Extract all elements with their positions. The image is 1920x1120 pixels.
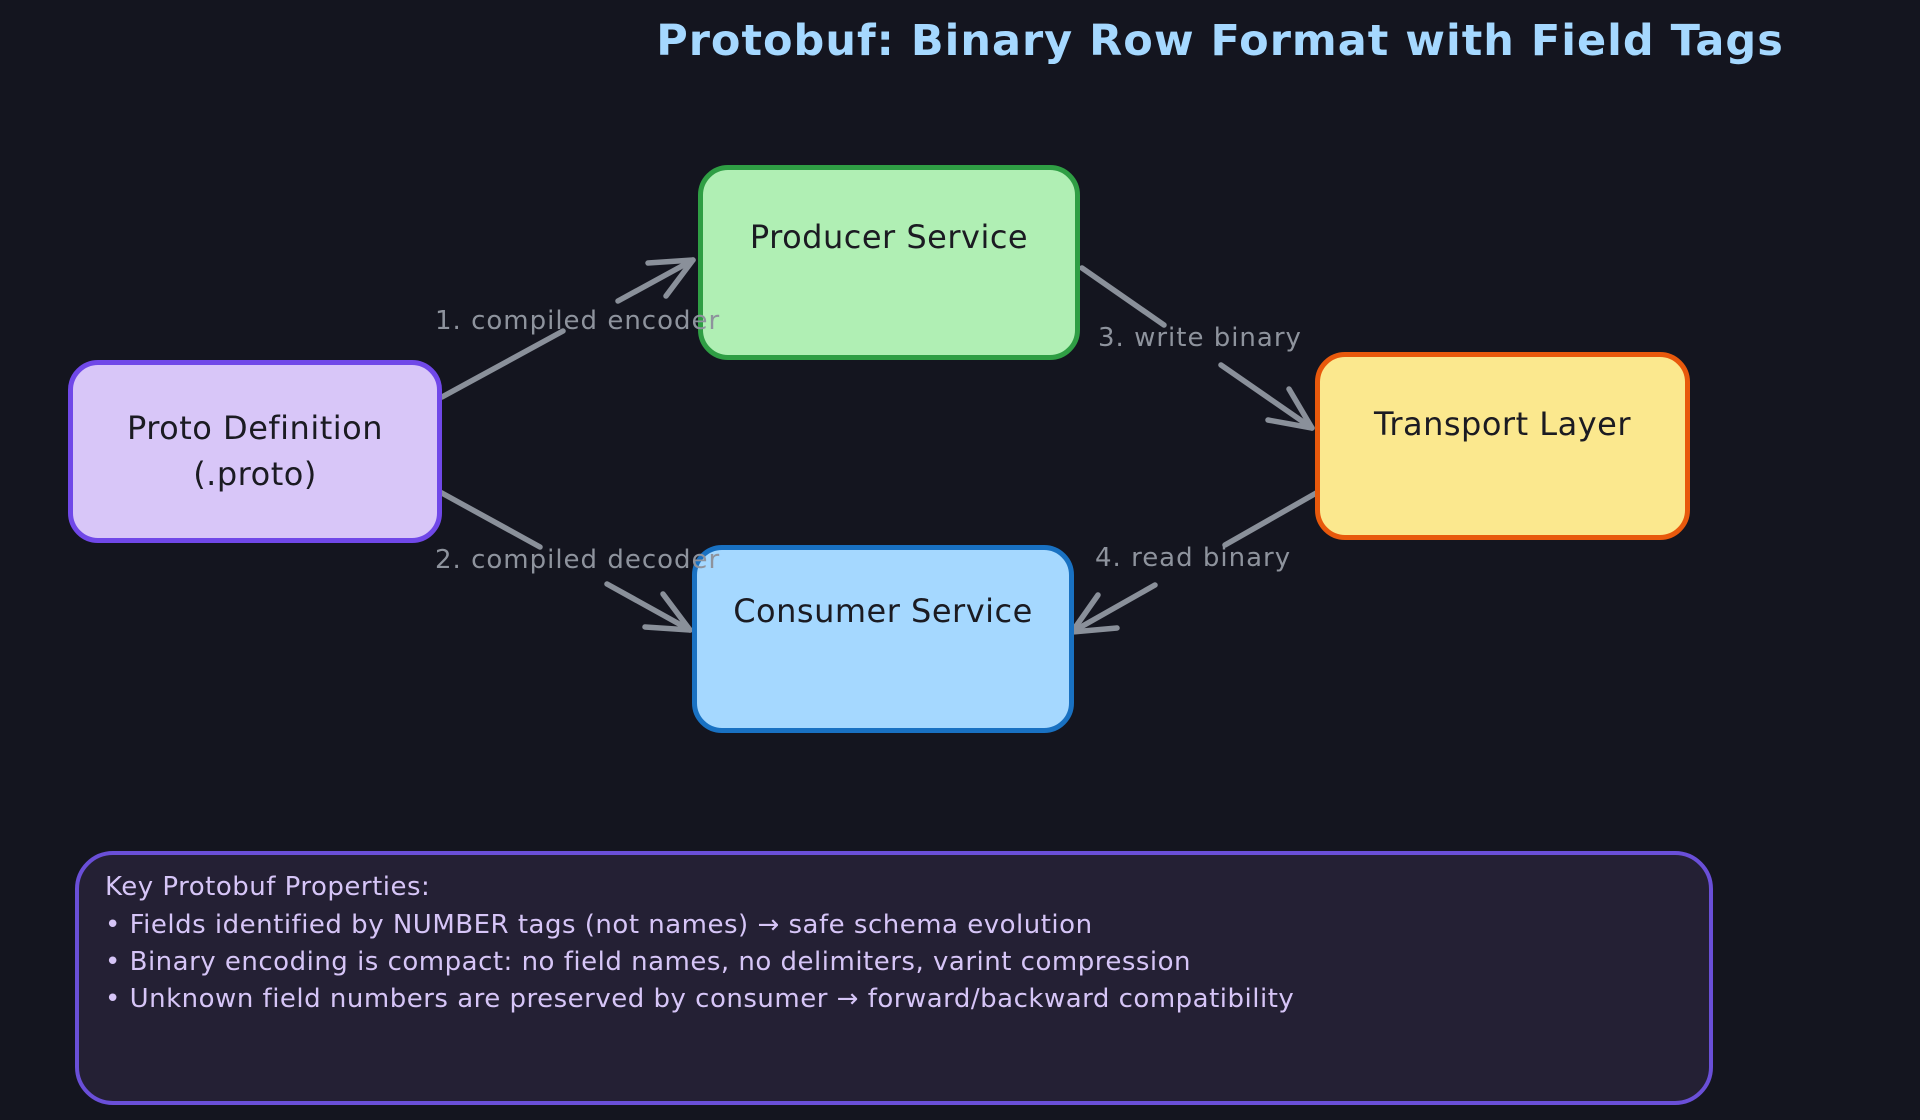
node-producer-service: Producer Service	[698, 165, 1080, 360]
edge-producer-transport	[1079, 265, 1315, 431]
edge-label-write-binary: 3. write binary	[1098, 323, 1302, 353]
node-transport-layer-label: Transport Layer	[1373, 405, 1632, 443]
node-proto-definition: Proto Definition (.proto)	[68, 360, 442, 543]
arrow-strokes	[437, 257, 1321, 635]
notes-heading: Key Protobuf Properties:	[105, 872, 431, 902]
edge-proto-producer	[439, 257, 696, 400]
edge-transport-consumer	[1069, 489, 1321, 635]
node-transport-layer: Transport Layer	[1315, 352, 1690, 540]
node-proto-definition-subtitle: (.proto)	[193, 455, 317, 494]
node-consumer-service-label: Consumer Service	[733, 592, 1033, 630]
arrowhead-producer-transport	[1265, 386, 1315, 431]
arrowhead-proto-consumer	[642, 591, 693, 633]
notes-bullet-number-tags: • Fields identified by NUMBER tags (not …	[105, 910, 1093, 940]
notes-bullet-binary-encoding: • Binary encoding is compact: no field n…	[105, 947, 1192, 977]
edge-label-read-binary: 4. read binary	[1095, 543, 1292, 573]
diagram-title: Protobuf: Binary Row Format with Field T…	[656, 16, 1784, 66]
edge-label-compiled-encoder: 1. compiled encoder	[435, 306, 721, 336]
edge-proto-consumer	[437, 489, 693, 633]
notes-box: Key Protobuf Properties: • Fields identi…	[75, 851, 1713, 1105]
edge-label-compiled-decoder: 2. compiled decoder	[435, 545, 721, 575]
node-producer-service-label: Producer Service	[749, 218, 1029, 256]
node-proto-definition-title: Proto Definition	[126, 409, 383, 447]
node-consumer-service: Consumer Service	[692, 545, 1074, 733]
node-proto-definition-label: Proto Definition (.proto)	[127, 405, 383, 498]
notes-bullet-unknown-fields: • Unknown field numbers are preserved by…	[105, 984, 1295, 1014]
arrowhead-proto-producer	[645, 257, 696, 299]
